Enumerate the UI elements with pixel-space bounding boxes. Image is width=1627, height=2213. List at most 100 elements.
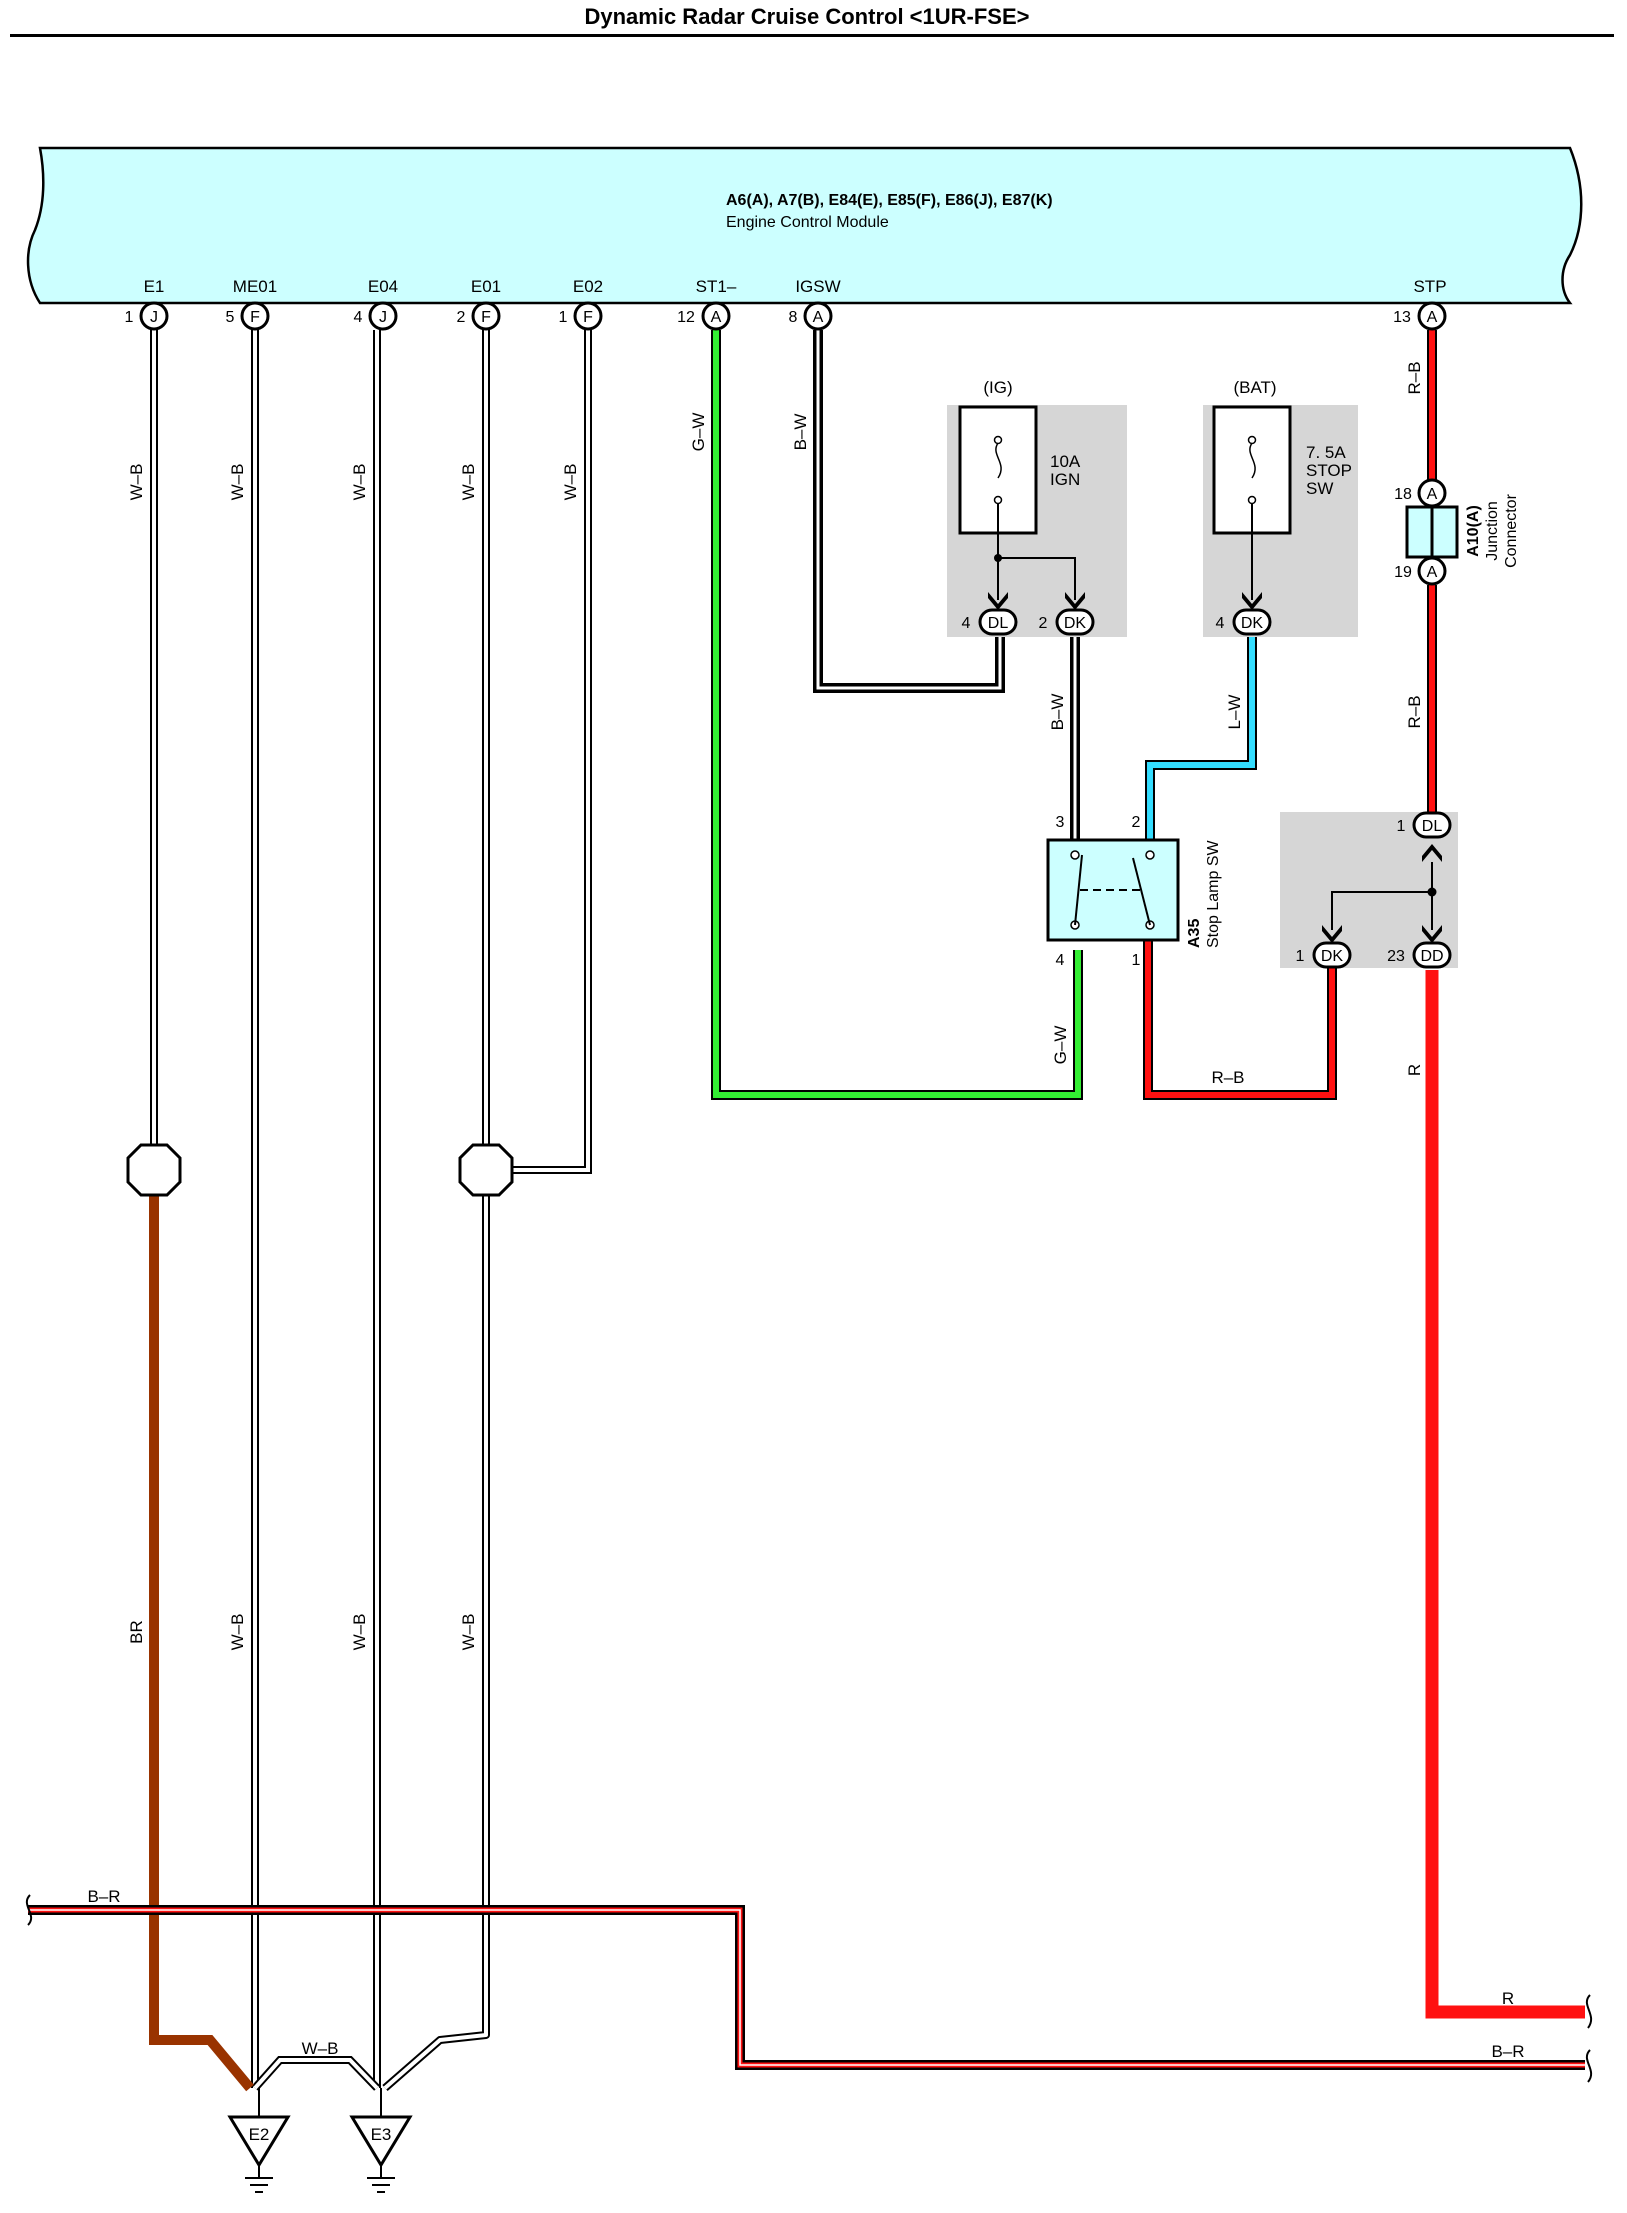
ign-fuse-junction xyxy=(994,554,1002,562)
joint-arrow-dd-icon xyxy=(1422,925,1442,943)
ecm-box[interactable] xyxy=(26,146,1583,305)
ecm-pin-e01[interactable]: F 2 xyxy=(457,301,501,331)
terminal-label-igsw: IGSW xyxy=(795,277,840,296)
bus-break-right-r xyxy=(1585,1994,1593,2029)
wire-label-e02: W–B xyxy=(561,464,580,501)
svg-text:2: 2 xyxy=(457,309,466,326)
terminal-label-e1: E1 xyxy=(144,277,165,296)
svg-text:F: F xyxy=(250,309,260,326)
bat-group-label: (BAT) xyxy=(1233,378,1276,397)
wire-label-sw-right: R–B xyxy=(1211,1068,1244,1087)
ecm-pin-e02[interactable]: F 1 xyxy=(559,301,603,331)
svg-text:1: 1 xyxy=(1397,818,1406,835)
e02-wire[interactable] xyxy=(510,330,592,1174)
stop-arrow-dk-icon xyxy=(1242,592,1262,610)
junction-id: A10(A) xyxy=(1465,505,1482,557)
wire-label-ground-bridge: W–B xyxy=(302,2039,339,2058)
svg-text:13: 13 xyxy=(1393,309,1411,326)
wire-label-e01-lower: W–B xyxy=(459,1614,478,1651)
wire-label-stop-out: L–W xyxy=(1225,695,1244,730)
ecm-pin-igsw[interactable]: A 8 xyxy=(789,301,833,331)
ecm-pin-e1[interactable]: J 1 xyxy=(125,301,169,331)
ground-e2[interactable]: E2 xyxy=(227,2115,291,2193)
terminal-label-me01: ME01 xyxy=(233,277,277,296)
stop-out-wire[interactable] xyxy=(1145,635,1257,842)
svg-text:A: A xyxy=(711,309,722,326)
svg-text:F: F xyxy=(481,309,491,326)
bat-pin-dk[interactable]: DK 4 xyxy=(1216,608,1272,636)
ign-fuse-rating: 10A xyxy=(1050,452,1081,471)
svg-text:5: 5 xyxy=(226,309,235,326)
stp-lower-wire[interactable] xyxy=(1425,970,1585,2019)
ig-pin-dl[interactable]: DL 4 xyxy=(962,608,1018,636)
joint-arrow-dk-icon xyxy=(1322,925,1342,943)
st1-wire[interactable] xyxy=(711,330,1083,1100)
stop-fuse-name2: SW xyxy=(1306,479,1333,498)
joint-pin-dl[interactable]: DL 1 xyxy=(1397,811,1452,839)
e01-wire[interactable] xyxy=(382,330,490,2092)
ign-arrow-dk-icon xyxy=(1065,592,1085,610)
page-title: Dynamic Radar Cruise Control <1UR-FSE> xyxy=(584,4,1030,29)
wire-label-sw-bottom: G–W xyxy=(1051,1026,1070,1065)
ground-e3[interactable]: E3 xyxy=(349,2115,413,2193)
igsw-wire[interactable] xyxy=(813,330,1005,693)
joint-pin-dd[interactable]: DD 23 xyxy=(1387,941,1452,969)
terminal-label-e01: E01 xyxy=(471,277,501,296)
ign-fuse-out-line xyxy=(997,503,1076,600)
svg-text:DD: DD xyxy=(1420,948,1443,965)
title-rule xyxy=(10,34,1614,37)
svg-text:2: 2 xyxy=(1039,615,1048,632)
svg-text:4: 4 xyxy=(962,615,971,632)
terminal-label-stp: STP xyxy=(1413,277,1446,296)
terminal-label-e02: E02 xyxy=(573,277,603,296)
switch-pin-1: 1 xyxy=(1132,952,1141,969)
svg-text:F: F xyxy=(583,309,593,326)
ecm-pin-me01[interactable]: F 5 xyxy=(226,301,270,331)
terminal-label-e04: E04 xyxy=(368,277,398,296)
svg-text:1: 1 xyxy=(559,309,568,326)
svg-text:A: A xyxy=(1427,486,1438,503)
b-r-bus-wire[interactable] xyxy=(28,1905,1585,2070)
joint-pin-dk[interactable]: DK 1 xyxy=(1296,941,1352,969)
bus-break-right-br xyxy=(1585,2049,1593,2083)
svg-text:DL: DL xyxy=(1422,818,1443,835)
wire-label-e04: W–B xyxy=(350,464,369,501)
wire-label-bus-left: B–R xyxy=(87,1887,120,1906)
splice-e01[interactable] xyxy=(458,1143,514,1197)
svg-text:8: 8 xyxy=(789,309,798,326)
switch-pin-2: 2 xyxy=(1132,814,1141,831)
ecm-pin-stp[interactable]: A 13 xyxy=(1393,301,1447,331)
junction-pin-19[interactable]: A 19 xyxy=(1394,556,1447,586)
terminal-label-st1: ST1– xyxy=(696,277,737,296)
joint-arrow-up-icon xyxy=(1422,844,1442,862)
svg-text:DK: DK xyxy=(1321,948,1344,965)
junction-pin-18[interactable]: A 18 xyxy=(1394,478,1447,508)
svg-text:18: 18 xyxy=(1394,486,1412,503)
ground-bridge-wire[interactable] xyxy=(252,2056,380,2091)
bus-break-left xyxy=(25,1894,33,1926)
wire-label-st1: G–W xyxy=(689,413,708,452)
ecm-pin-st1[interactable]: A 12 xyxy=(677,301,731,331)
wire-label-stp-upper: R–B xyxy=(1405,361,1424,394)
joint-junction xyxy=(1427,887,1437,897)
wire-label-r-right: R xyxy=(1502,1989,1514,2008)
svg-text:A: A xyxy=(1427,564,1438,581)
svg-text:J: J xyxy=(379,309,387,326)
ig-pin-dk[interactable]: DK 2 xyxy=(1039,608,1095,636)
svg-text:DK: DK xyxy=(1064,615,1087,632)
ign-arrow-dl-icon xyxy=(988,592,1008,610)
wire-label-stp-lower: R xyxy=(1405,1064,1424,1076)
sw-right-wire[interactable] xyxy=(1143,940,1337,1100)
wire-label-stp-mid: R–B xyxy=(1405,695,1424,728)
switch-pin-3: 3 xyxy=(1056,814,1065,831)
e1-lower-wire[interactable] xyxy=(149,1195,254,2092)
stop-fuse-rating: 7. 5A xyxy=(1306,443,1346,462)
switch-contacts-icon xyxy=(1070,850,1155,930)
splice-e1[interactable] xyxy=(126,1143,182,1197)
svg-text:23: 23 xyxy=(1387,948,1405,965)
ecm-pin-e04[interactable]: J 4 xyxy=(354,301,398,331)
ig-group-label: (IG) xyxy=(983,378,1012,397)
svg-text:E2: E2 xyxy=(249,2125,270,2144)
svg-text:J: J xyxy=(150,309,158,326)
